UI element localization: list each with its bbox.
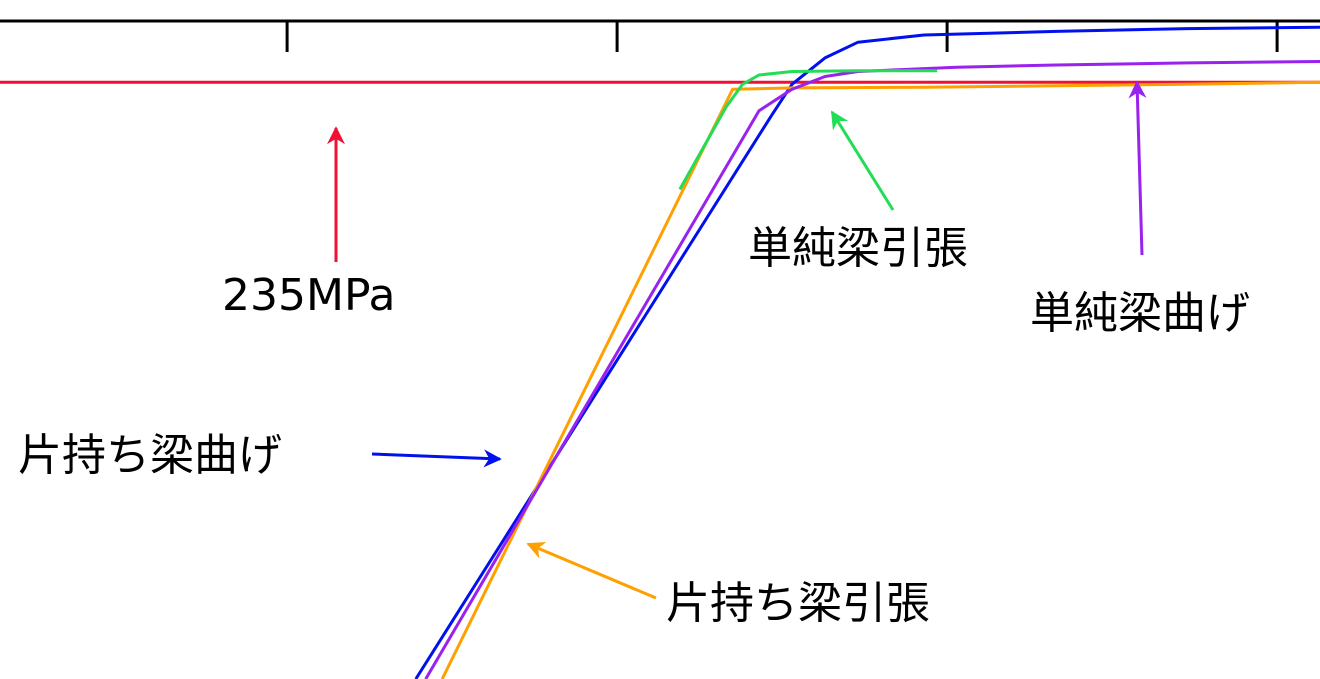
arrow-cantilever-bending xyxy=(371,449,502,468)
x-axis-ticks xyxy=(285,21,1279,52)
arrow-simple-beam-bending xyxy=(1128,80,1147,256)
label-simple-beam-bending: 単純梁曲げ xyxy=(1030,288,1250,339)
label-cantilever-tension: 片持ち梁引張 xyxy=(666,578,930,629)
label-cantilever-bending: 片持ち梁曲げ xyxy=(18,430,282,481)
label-235mpa: 235MPa xyxy=(222,270,395,321)
label-simple-beam-tension: 単純梁引張 xyxy=(748,223,968,274)
series-line-simple-beam-tension xyxy=(678,69,938,191)
arrow-cantilever-tension xyxy=(526,542,657,600)
arrow-simple-beam-tension xyxy=(830,110,895,211)
series-line-cantilever-bending xyxy=(414,25,1320,679)
series-line-cantilever-tension xyxy=(440,80,1320,679)
